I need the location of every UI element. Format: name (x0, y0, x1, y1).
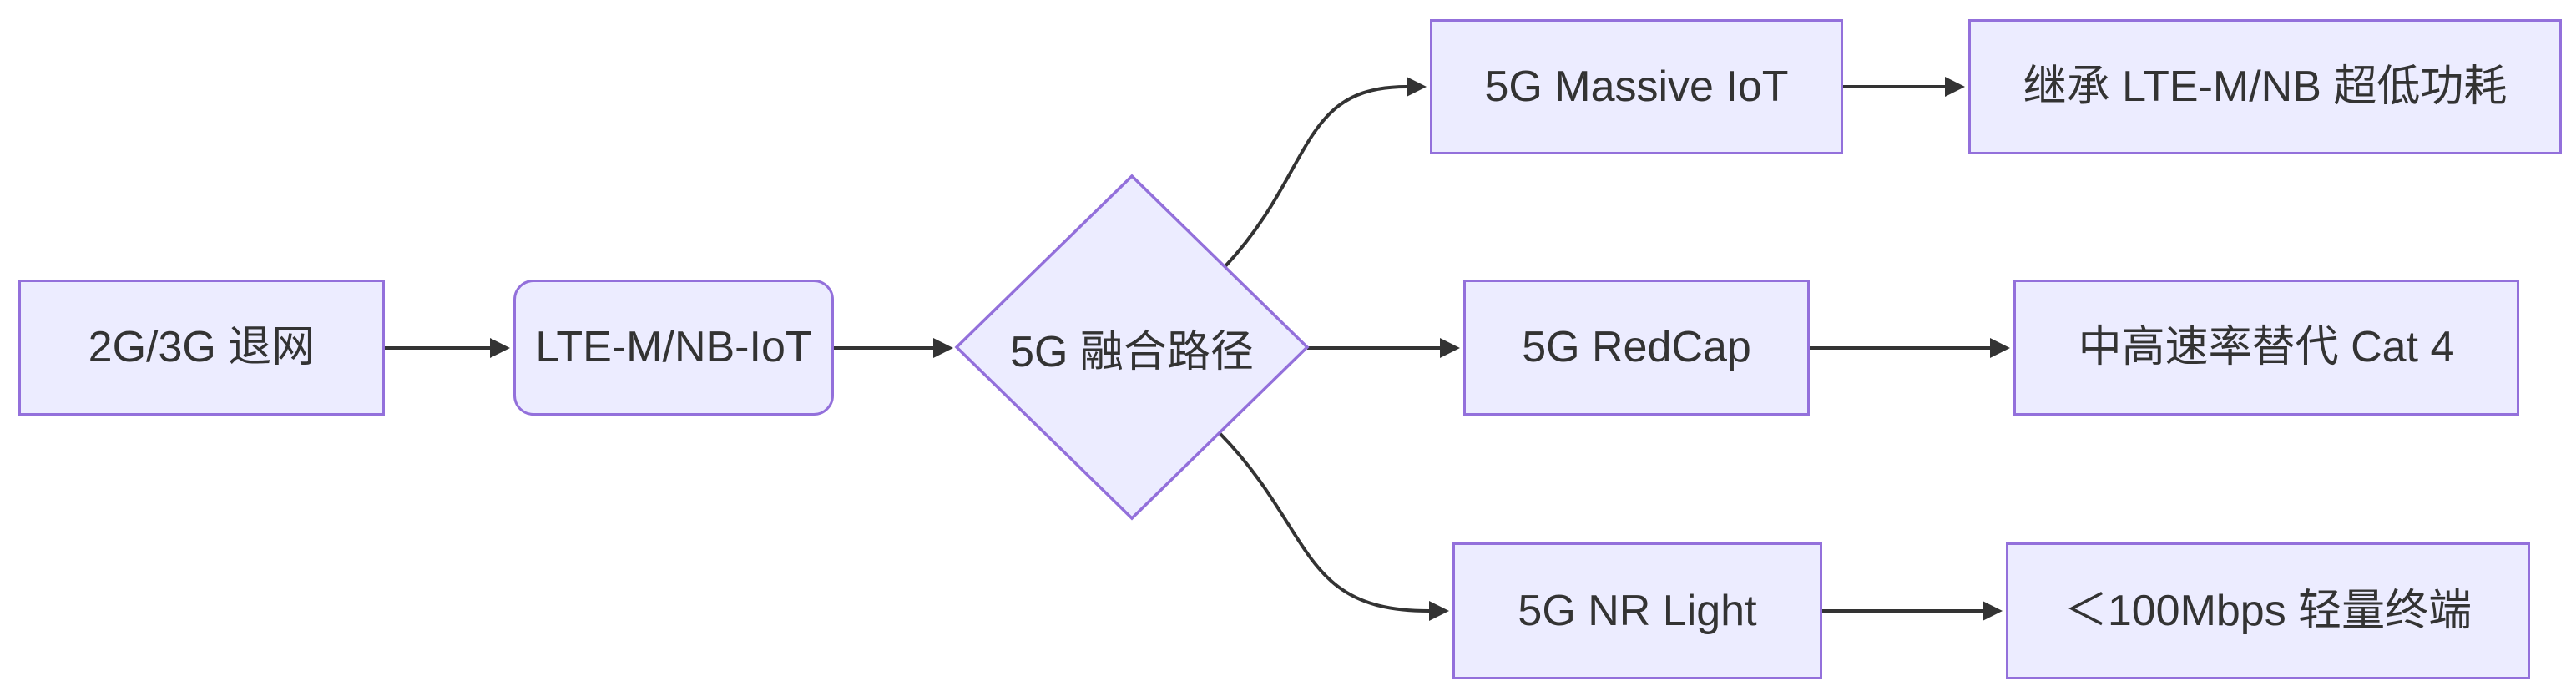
decision-diamond-shape (954, 174, 1310, 521)
decision-5g-fusion-path-label: 5G 融合路径 (1010, 327, 1254, 376)
node-5g-massive-iot: 5G Massive IoT (1430, 19, 1843, 154)
node-inherit-ltem-nb-low-power: 继承 LTE-M/NB 超低功耗 (1968, 19, 2562, 154)
node-5g-nr-light: 5G NR Light (1452, 542, 1822, 679)
edge-decision-to-massive-iot (1223, 77, 1427, 269)
edge-decision-to-nr-light (1218, 431, 1449, 621)
node-sub-100mbps-lightweight-terminal: ＜100Mbps 轻量终端 (2006, 542, 2530, 679)
node-2g3g-retirement: 2G/3G 退网 (18, 280, 385, 416)
node-5g-redcap: 5G RedCap (1463, 280, 1810, 416)
node-mid-high-rate-replace-cat4: 中高速率替代 Cat 4 (2013, 280, 2519, 416)
node-lte-m-nb-iot: LTE-M/NB-IoT (513, 280, 834, 416)
